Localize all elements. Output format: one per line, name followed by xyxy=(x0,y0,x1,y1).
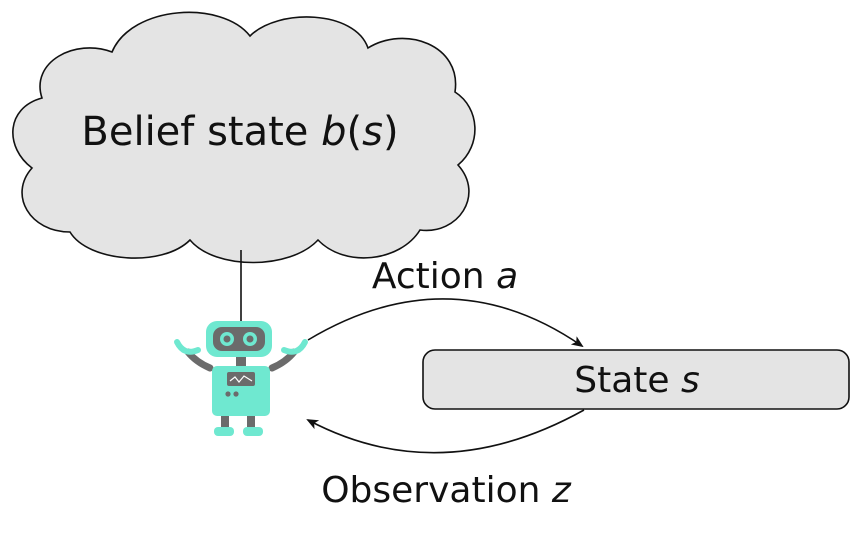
state-box: State s xyxy=(422,349,850,410)
observation-variable-z: z xyxy=(551,470,572,511)
state-label: State s xyxy=(574,360,700,401)
action-label: Action a xyxy=(372,256,518,297)
observation-label: Observation z xyxy=(321,470,572,511)
belief-variable-b: b xyxy=(321,109,346,155)
belief-state-cloud: Belief state b(s) xyxy=(12,11,476,264)
belief-variable-s: s xyxy=(362,109,383,155)
robot-icon xyxy=(174,321,308,436)
observation-text: Observation xyxy=(321,470,552,511)
belief-state-text: Belief state xyxy=(81,109,321,155)
state-text: State xyxy=(574,360,681,401)
state-variable-s: s xyxy=(681,360,700,401)
belief-paren-close: ) xyxy=(383,109,399,155)
belief-paren-open: ( xyxy=(347,109,363,155)
belief-state-label: Belief state b(s) xyxy=(81,109,398,155)
action-arrow xyxy=(307,298,584,348)
action-variable-a: a xyxy=(496,256,518,297)
observation-arrow xyxy=(306,409,585,454)
action-text: Action xyxy=(372,256,496,297)
